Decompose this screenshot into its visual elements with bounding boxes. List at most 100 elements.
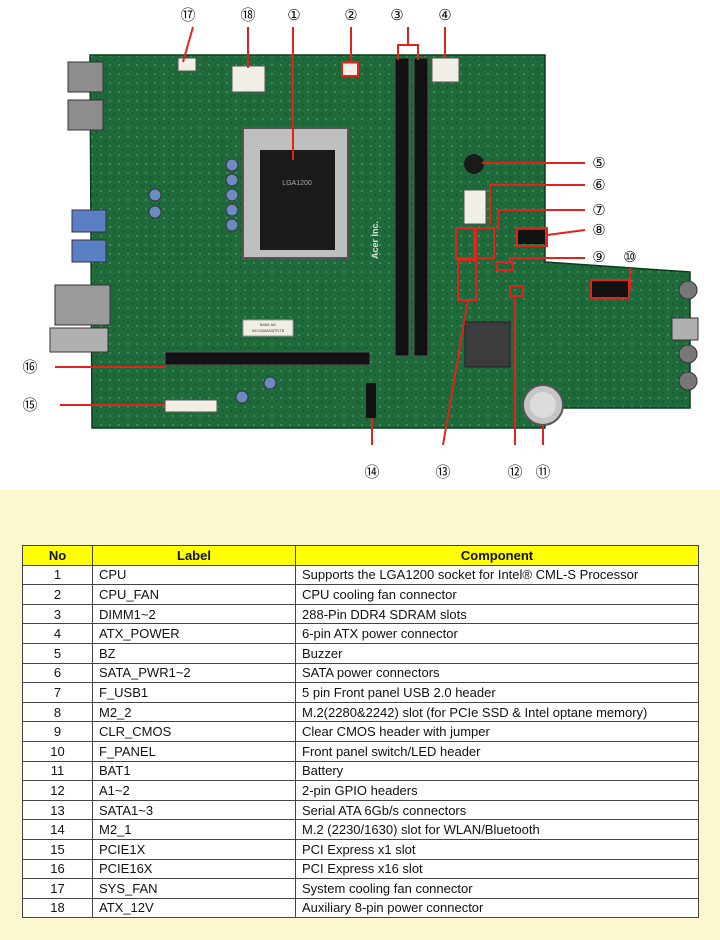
callout-8: ⑧ (592, 221, 605, 239)
header-label: Label (92, 545, 296, 566)
row-no: 2 (22, 584, 93, 605)
callout-11: ⑪ (535, 463, 550, 481)
header-no: No (22, 545, 93, 566)
rear-io-panel (49, 61, 111, 353)
row-label: BZ (92, 642, 296, 664)
callout-10: ⑩ (623, 248, 636, 266)
row-label: F_PANEL (92, 740, 296, 762)
row-component: Buzzer (295, 642, 699, 664)
cmos-battery (522, 384, 564, 426)
motherboard-photo: LGA1200 (0, 0, 720, 490)
row-label: SATA_PWR1~2 (92, 662, 296, 684)
row-component: PCI Express x16 slot (295, 858, 699, 880)
row-component: Auxiliary 8-pin power connector (295, 897, 699, 919)
vrm-capacitors (148, 158, 277, 404)
row-component: 288-Pin DDR4 SDRAM slots (295, 603, 699, 625)
row-label: M2_1 (92, 819, 296, 840)
board-vendor-print: Acer Inc. (370, 221, 380, 259)
row-label: M2_2 (92, 701, 296, 723)
row-component: Serial ATA 6Gb/s connectors (295, 799, 699, 821)
row-component: PCI Express x1 slot (295, 838, 699, 860)
buzzer (464, 154, 484, 174)
row-label: DIMM1~2 (92, 603, 296, 625)
callout-15: ⑮ (22, 396, 37, 414)
row-no: 4 (22, 623, 93, 644)
row-component: SATA power connectors (295, 662, 699, 684)
cpu-fan-header (341, 62, 359, 77)
row-label: CPU_FAN (92, 584, 296, 605)
chipset (464, 321, 511, 368)
callout-1: ① (287, 6, 300, 24)
row-label: SATA1~3 (92, 799, 296, 821)
row-component: 2-pin GPIO headers (295, 780, 699, 801)
row-no: 18 (22, 897, 93, 919)
row-label: A1~2 (92, 780, 296, 801)
row-component: 6-pin ATX power connector (295, 623, 699, 644)
row-label: F_USB1 (92, 682, 296, 703)
callout-markers: ① ② ③ ④ ⑤ ⑥ ⑦ ⑧ ⑨ ⑩ ⑪ ⑫ ⑬ ⑭ ⑮ ⑯ ⑰ ⑱ (22, 6, 636, 481)
row-component: System cooling fan connector (295, 878, 699, 899)
row-no: 12 (22, 780, 93, 801)
row-no: 16 (22, 858, 93, 880)
callout-9: ⑨ (592, 248, 605, 266)
pcie-x1-slot (164, 399, 218, 413)
row-component: CPU cooling fan connector (295, 584, 699, 605)
row-component: M.2 (2230/1630) slot for WLAN/Bluetooth (295, 819, 699, 840)
row-no: 9 (22, 721, 93, 742)
row-label: SYS_FAN (92, 878, 296, 899)
callout-13: ⑬ (435, 463, 450, 481)
row-component: 5 pin Front panel USB 2.0 header (295, 682, 699, 703)
row-label: BAT1 (92, 760, 296, 782)
leader-lines (55, 26, 631, 446)
row-no: 15 (22, 838, 93, 860)
callout-14: ⑭ (364, 463, 379, 481)
row-no: 17 (22, 878, 93, 899)
row-label: PCIE16X (92, 858, 296, 880)
row-label: ATX_POWER (92, 623, 296, 644)
callout-16: ⑯ (22, 358, 37, 376)
row-no: 3 (22, 603, 93, 625)
dimm-slots (394, 57, 429, 357)
front-io (671, 280, 699, 391)
atx-power-connector (431, 57, 460, 83)
callout-5: ⑤ (592, 154, 605, 172)
row-label: PCIE1X (92, 838, 296, 860)
row-component: M.2(2280&2242) slot (for PCIe SSD & Inte… (295, 701, 699, 723)
callout-7: ⑦ (592, 201, 605, 219)
socket-mark-text: LGA1200 (282, 180, 312, 187)
atx-12v-connector (231, 65, 266, 93)
callout-2: ② (344, 6, 357, 24)
row-no: 10 (22, 740, 93, 762)
pcb-board (89, 54, 691, 429)
callout-3: ③ (390, 6, 403, 24)
sata-power-connectors (463, 189, 487, 225)
row-no: 11 (22, 760, 93, 782)
row-component: Supports the LGA1200 socket for Intel® C… (295, 564, 699, 586)
row-no: 13 (22, 799, 93, 821)
callout-4: ④ (438, 6, 451, 24)
row-component: Clear CMOS header with jumper (295, 721, 699, 742)
callout-17: ⑰ (180, 6, 195, 24)
row-component: Battery (295, 760, 699, 782)
row-label: ATX_12V (92, 897, 296, 919)
sys-fan-header (177, 57, 197, 72)
callout-18: ⑱ (240, 6, 255, 24)
row-no: 1 (22, 564, 93, 586)
row-no: 6 (22, 662, 93, 684)
row-no: 14 (22, 819, 93, 840)
